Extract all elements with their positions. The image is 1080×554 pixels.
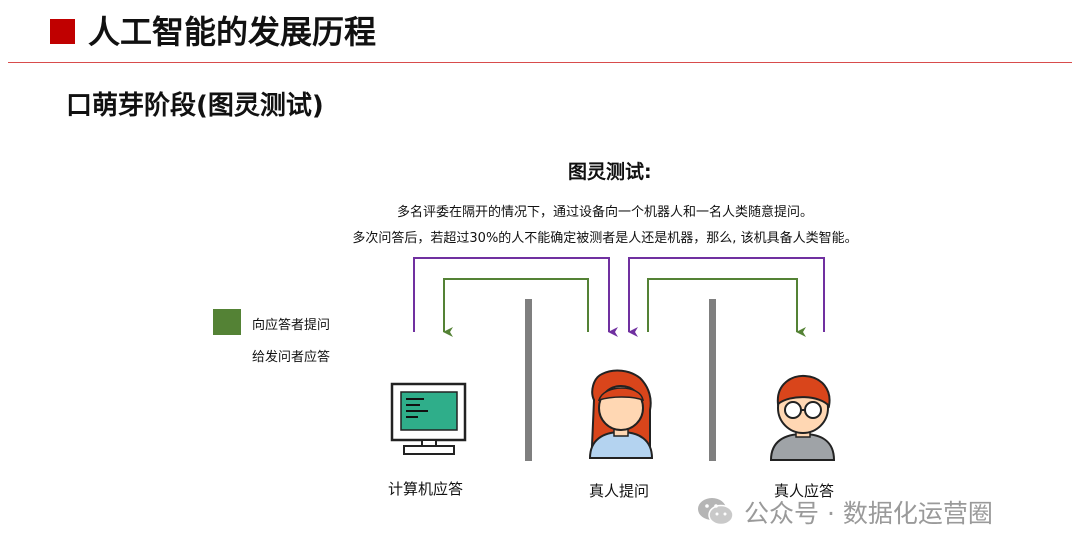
title-accent-square: [50, 19, 75, 44]
computer-caption: 计算机应答: [388, 480, 464, 498]
responder-caption: 真人应答: [774, 482, 835, 500]
legend-ask-label: 向应答者提问: [252, 318, 331, 333]
diagram-heading: 图灵测试:: [568, 161, 652, 183]
page-title: 人工智能的发展历程: [88, 13, 377, 51]
purple-arrow-responder-to-asker: [628, 257, 825, 337]
asker-caption: 真人提问: [589, 482, 650, 500]
section-subtitle: 口萌芽阶段(图灵测试): [66, 91, 324, 121]
woman-asker-icon: [588, 369, 654, 459]
title-divider: [8, 62, 1072, 63]
separator-wall-right: [709, 299, 716, 461]
legend-green-swatch: [213, 309, 241, 335]
man-responder-icon: [769, 374, 836, 461]
purple-arrow-computer-to-asker: [413, 257, 618, 337]
watermark: 公众号 · 数据化运营圈: [696, 494, 993, 530]
green-arrow-asker-to-computer: [443, 278, 589, 337]
wechat-icon: [698, 498, 734, 526]
description-line-2: 多次问答后，若超过30%的人不能确定被测者是人还是机器，那么, 该机具备人类智能…: [352, 231, 858, 246]
green-arrow-asker-to-responder: [647, 278, 806, 337]
computer-monitor-icon: [390, 382, 467, 455]
description-line-1: 多名评委在隔开的情况下，通过设备向一个机器人和一名人类随意提问。: [396, 205, 813, 220]
legend-answer-label: 给发问者应答: [252, 350, 331, 365]
watermark-text: 公众号 · 数据化运营圈: [744, 499, 993, 528]
separator-wall-left: [525, 299, 532, 461]
